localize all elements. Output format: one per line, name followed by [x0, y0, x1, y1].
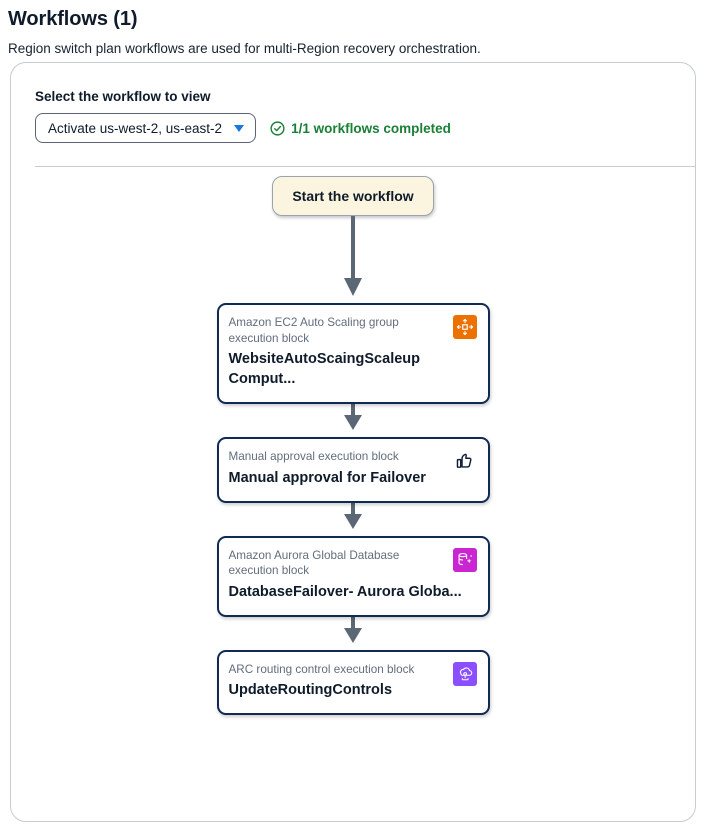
- workflow-card-manual-approval[interactable]: Manual approval execution block Manual a…: [216, 437, 490, 503]
- workflow-card-arc-routing-control[interactable]: ARC routing control execution block Upda…: [216, 649, 490, 715]
- workflow-card-aurora-global-database[interactable]: Amazon Aurora Global Database execution …: [216, 535, 490, 617]
- thumbs-up-icon: [453, 449, 477, 473]
- card-subtitle: ARC routing control execution block: [228, 662, 415, 676]
- aurora-global-database-icon: [452, 547, 477, 572]
- workflow-select-dropdown[interactable]: Activate us-west-2, us-east-2: [35, 113, 257, 143]
- card-title: WebsiteAutoScaingScaleup Comput...: [228, 351, 421, 387]
- workflow-selector-area: Select the workflow to view Activate us-…: [11, 63, 695, 167]
- page-header: Workflows (1) Region switch plan workflo…: [0, 0, 707, 58]
- panel-divider: [35, 166, 695, 167]
- flow-arrow-short-icon: [340, 616, 366, 650]
- card-title: DatabaseFailover- Aurora Globa...: [228, 583, 462, 600]
- workflow-status-text: 1/1 workflows completed: [291, 120, 451, 136]
- workflow-node-column: Start the workflow Amazon EC2 Auto Scali…: [11, 176, 695, 715]
- card-subtitle: Manual approval execution block: [228, 450, 399, 463]
- page-description: Region switch plan workflows are used fo…: [8, 41, 481, 56]
- selector-row: Activate us-west-2, us-east-2 1/1 workfl…: [35, 113, 695, 143]
- card-title: UpdateRoutingControls: [228, 682, 393, 698]
- workflow-select-label: Select the workflow to view: [35, 89, 211, 104]
- card-title: Manual approval for Failover: [228, 469, 426, 486]
- workflow-panel: Select the workflow to view Activate us-…: [10, 62, 696, 822]
- chevron-down-icon: [234, 124, 245, 132]
- flow-arrow-short-icon: [340, 502, 366, 536]
- start-workflow-node[interactable]: Start the workflow: [272, 176, 434, 216]
- flow-arrow-short-icon: [340, 404, 366, 437]
- ec2-auto-scaling-icon: [452, 315, 477, 339]
- card-subtitle: Amazon EC2 Auto Scaling group execution …: [228, 316, 399, 345]
- workflow-status-badge: 1/1 workflows completed: [270, 121, 451, 136]
- workflow-graph: Start the workflow Amazon EC2 Auto Scali…: [11, 167, 695, 715]
- page-title: Workflows (1): [8, 8, 138, 30]
- flow-arrow-long-icon: [340, 216, 366, 303]
- check-circle-icon: [270, 120, 285, 136]
- workflow-card-ec2-auto-scaling[interactable]: Amazon EC2 Auto Scaling group execution …: [216, 303, 490, 404]
- arc-routing-control-icon: [452, 661, 477, 686]
- workflow-select-value: Activate us-west-2, us-east-2: [48, 120, 223, 136]
- card-subtitle: Amazon Aurora Global Database execution …: [228, 548, 400, 578]
